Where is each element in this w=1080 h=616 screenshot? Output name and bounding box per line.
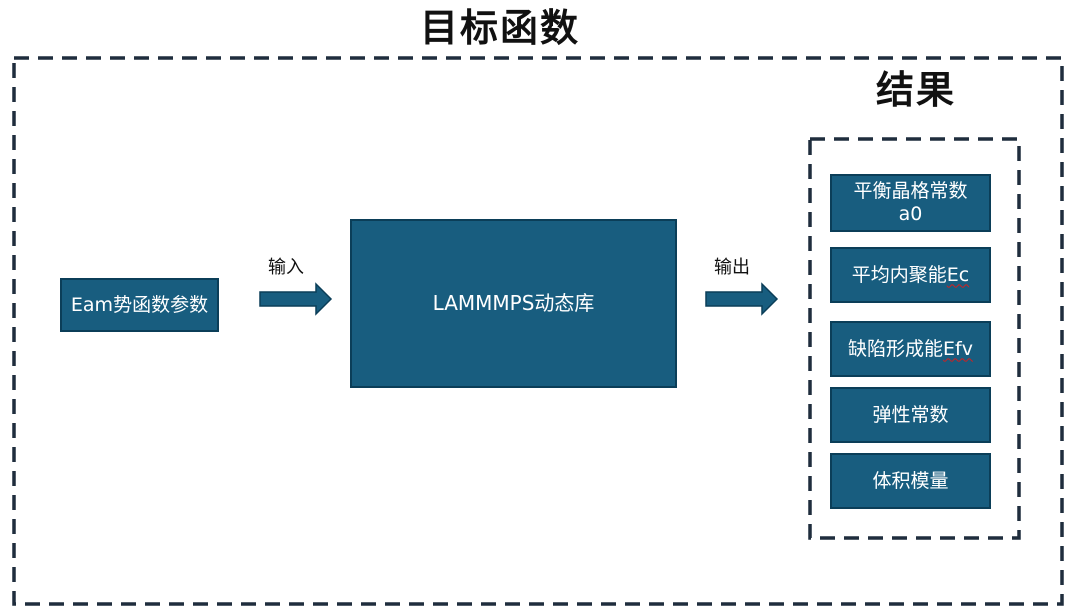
result-bulk-modulus-label: 体积模量 [872, 469, 949, 492]
result-vacancy-formation-energy-symbol: Efv [943, 337, 973, 360]
result-cohesive-energy-text: 平均内聚能 [851, 263, 947, 286]
result-vacancy-formation-energy-text: 缺陷形成能 [848, 337, 944, 360]
result-elastic-constants: 弹性常数 [830, 387, 991, 443]
lammps-library-label: LAMMMPS动态库 [432, 291, 595, 315]
eam-parameters-label: Eam势函数参数 [70, 293, 209, 316]
result-lattice-constant: 平衡晶格常数 a0 [830, 174, 991, 232]
result-bulk-modulus: 体积模量 [830, 453, 991, 509]
result-vacancy-formation-energy: 缺陷形成能Efv [830, 321, 991, 377]
result-cohesive-energy-symbol: Ec [946, 263, 970, 286]
results-frame [808, 137, 1021, 540]
input-arrow-label: 输入 [268, 257, 304, 278]
result-cohesive-energy: 平均内聚能Ec [830, 247, 991, 303]
results-title: 结果 [875, 68, 956, 112]
output-arrow-label: 输出 [714, 257, 750, 278]
result-vacancy-formation-energy-label: 缺陷形成能Efv [848, 338, 973, 361]
result-cohesive-energy-label: 平均内聚能Ec [852, 264, 969, 287]
result-elastic-constants-label: 弹性常数 [872, 403, 949, 426]
eam-parameters-box: Eam势函数参数 [60, 278, 219, 332]
result-lattice-constant-label: 平衡晶格常数 a0 [853, 180, 968, 225]
input-arrow [259, 282, 333, 316]
objective-function-frame [12, 56, 1064, 606]
lammps-library-box: LAMMMPS动态库 [350, 219, 677, 388]
output-arrow [705, 282, 779, 316]
diagram-title: 目标函数 [419, 6, 580, 50]
